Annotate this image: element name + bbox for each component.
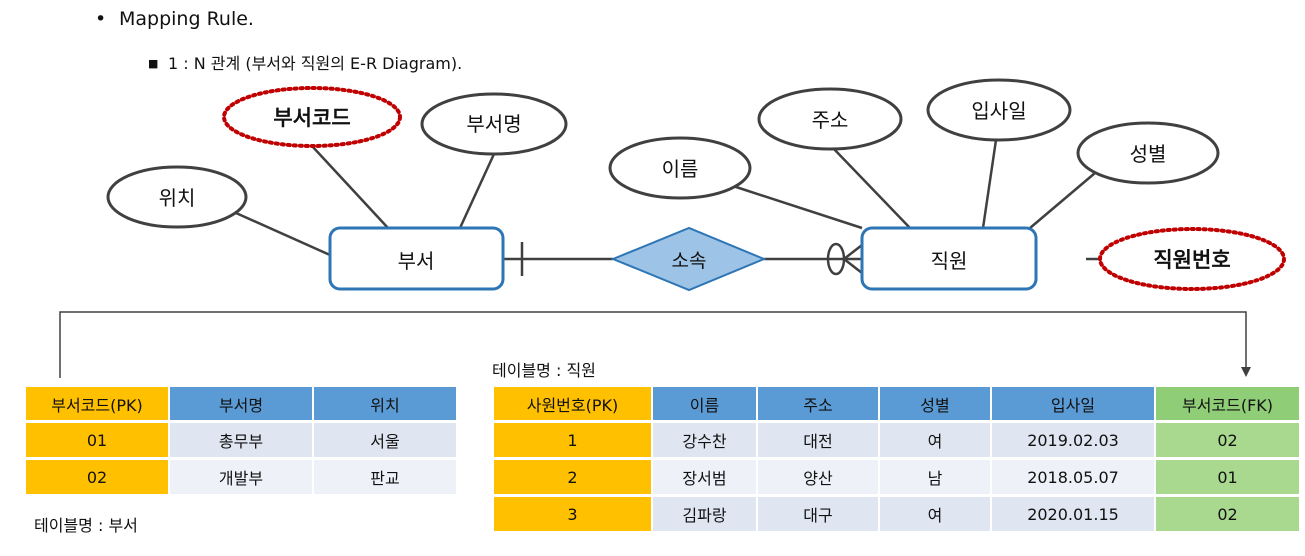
emp-header-name: 이름 xyxy=(653,387,756,420)
connector-hire-date xyxy=(981,139,998,229)
emp-cell-dept-fk: 02 xyxy=(1156,423,1299,457)
table-row: 2 장서범 양산 남 2018.05.07 01 xyxy=(494,460,1299,494)
connector-name xyxy=(732,184,863,230)
attr-dept-code-label: 부서코드 xyxy=(273,106,350,130)
table-row: 02 개발부 판교 xyxy=(26,460,456,494)
heading-title: • Mapping Rule. xyxy=(95,8,254,30)
emp-header-row: 사원번호(PK) 이름 주소 성별 입사일 부서코드(FK) xyxy=(494,387,1299,420)
emp-cell-hire-date: 2020.01.15 xyxy=(992,497,1154,531)
attr-location-ellipse xyxy=(106,165,248,229)
attr-emp-no-ellipse xyxy=(1098,227,1286,291)
emp-cell-dept-fk: 01 xyxy=(1156,460,1299,494)
emp-cell-gender: 남 xyxy=(880,460,990,494)
attr-gender-ellipse xyxy=(1076,121,1220,185)
attr-dept-code-ellipse xyxy=(222,86,402,148)
emp-cell-gender: 여 xyxy=(880,423,990,457)
attr-gender-label: 성별 xyxy=(1130,142,1167,166)
title-text: Mapping Rule. xyxy=(119,8,254,30)
connector-location xyxy=(235,211,331,257)
dept-cell-location: 서울 xyxy=(314,423,456,457)
bullet-icon: • xyxy=(95,8,107,30)
dept-cell-code: 01 xyxy=(26,423,168,457)
dept-header-code: 부서코드(PK) xyxy=(26,387,168,420)
entity-emp-label: 직원 xyxy=(931,249,968,273)
entity-dept-box xyxy=(328,226,505,291)
emp-cell-gender: 여 xyxy=(880,497,990,531)
emp-cell-name: 김파랑 xyxy=(653,497,756,531)
emp-header-dept-fk: 부서코드(FK) xyxy=(1156,387,1299,420)
crow-foot-upper xyxy=(843,244,863,260)
table-row: 3 김파랑 대구 여 2020.01.15 02 xyxy=(494,497,1299,531)
attr-emp-no-label: 직원번호 xyxy=(1153,248,1230,272)
relationship-diamond xyxy=(610,226,767,292)
emp-cell-no: 2 xyxy=(494,460,651,494)
emp-cell-hire-date: 2018.05.07 xyxy=(992,460,1154,494)
attr-name-label: 이름 xyxy=(662,157,699,181)
dept-cell-name: 개발부 xyxy=(170,460,312,494)
connector-dept-name xyxy=(458,153,496,229)
attr-name-ellipse xyxy=(608,136,752,200)
crow-foot-lower xyxy=(843,258,863,274)
dept-table: 부서코드(PK) 부서명 위치 01 총무부 서울 02 개발부 판교 xyxy=(24,384,458,497)
dept-table-caption: 테이블명 : 부서 xyxy=(34,516,138,535)
connector-dept-code xyxy=(311,145,389,229)
relationship-label: 소속 xyxy=(672,250,707,272)
emp-header-address: 주소 xyxy=(758,387,878,420)
table-row: 1 강수찬 대전 여 2019.02.03 02 xyxy=(494,423,1299,457)
mapping-arrow xyxy=(59,311,1251,378)
emp-cell-name: 장서범 xyxy=(653,460,756,494)
emp-cell-name: 강수찬 xyxy=(653,423,756,457)
attr-address-ellipse xyxy=(757,87,903,151)
emp-cell-address: 양산 xyxy=(758,460,878,494)
emp-cell-address: 대구 xyxy=(758,497,878,531)
dept-cell-location: 판교 xyxy=(314,460,456,494)
entity-dept-label: 부서 xyxy=(398,249,435,273)
emp-header-no: 사원번호(PK) xyxy=(494,387,651,420)
dept-header-name: 부서명 xyxy=(170,387,312,420)
emp-cell-hire-date: 2019.02.03 xyxy=(992,423,1154,457)
attr-hire-date-label: 입사일 xyxy=(971,99,1026,123)
attr-dept-name-ellipse xyxy=(420,92,568,156)
emp-cell-no: 1 xyxy=(494,423,651,457)
square-bullet-icon: ■ xyxy=(148,57,159,70)
subtitle-text: 1 : N 관계 (부서와 직원의 E-R Diagram). xyxy=(168,54,463,73)
emp-cell-no: 3 xyxy=(494,497,651,531)
attr-location-label: 위치 xyxy=(159,186,196,210)
dept-header-row: 부서코드(PK) 부서명 위치 xyxy=(26,387,456,420)
attr-hire-date-ellipse xyxy=(926,78,1072,142)
attr-address-label: 주소 xyxy=(812,108,849,132)
emp-header-hire-date: 입사일 xyxy=(992,387,1154,420)
table-row: 01 총무부 서울 xyxy=(26,423,456,457)
emp-cell-dept-fk: 02 xyxy=(1156,497,1299,531)
dept-cell-code: 02 xyxy=(26,460,168,494)
emp-cell-address: 대전 xyxy=(758,423,878,457)
heading-subtitle: ■ 1 : N 관계 (부서와 직원의 E-R Diagram). xyxy=(148,50,462,74)
emp-table-caption: 테이블명 : 직원 xyxy=(492,361,596,380)
connector-address xyxy=(832,147,911,229)
dept-cell-name: 총무부 xyxy=(170,423,312,457)
emp-header-gender: 성별 xyxy=(880,387,990,420)
connector-gender xyxy=(1029,172,1096,229)
dept-header-location: 위치 xyxy=(314,387,456,420)
emp-table: 사원번호(PK) 이름 주소 성별 입사일 부서코드(FK) 1 강수찬 대전 … xyxy=(492,384,1301,534)
entity-emp-box xyxy=(860,226,1038,291)
attr-dept-name-label: 부서명 xyxy=(466,112,521,136)
